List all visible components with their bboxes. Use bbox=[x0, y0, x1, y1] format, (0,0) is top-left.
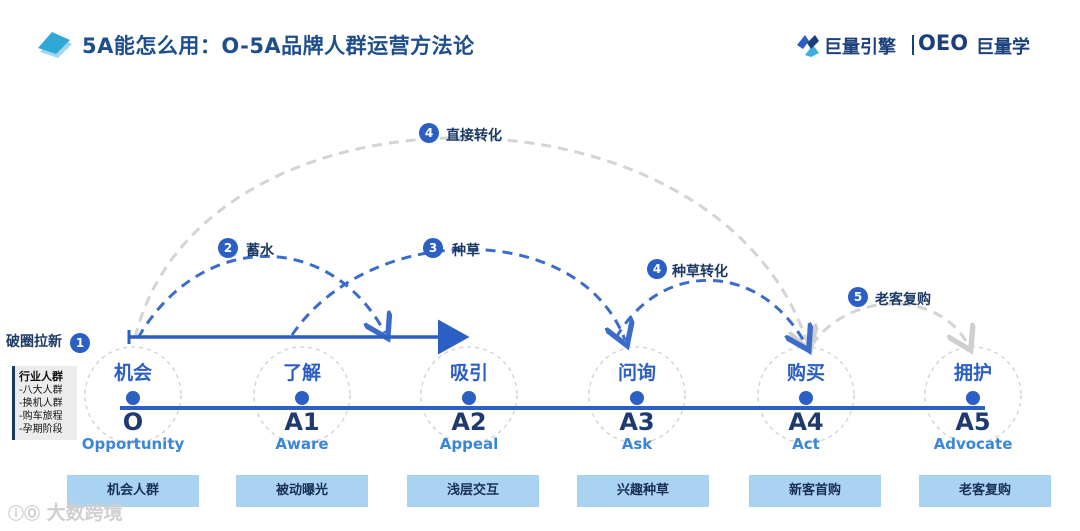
stage-cn-o: 机会 bbox=[113, 362, 152, 384]
audience-box-o: 机会人群 bbox=[67, 475, 199, 507]
stage-en-a1: Aware bbox=[275, 435, 329, 453]
industry-head: 行业人群 bbox=[19, 370, 63, 383]
stage-code-a3: A3 bbox=[619, 408, 655, 436]
timeline-dots bbox=[126, 391, 980, 405]
stage-en-a4: Act bbox=[792, 435, 820, 453]
step-badge-4b: 4 bbox=[647, 259, 667, 279]
step-badge-3: 3 bbox=[423, 238, 443, 258]
stage-code-a1: A1 bbox=[284, 408, 320, 436]
step-label-accumulate: 蓄水 bbox=[246, 243, 274, 259]
step-label-seed: 种草 bbox=[452, 243, 480, 259]
stage-en-a3: Ask bbox=[621, 435, 653, 453]
watermark-logo-icon: ⓘⓄ bbox=[8, 504, 41, 523]
stage-cn-a4: 购买 bbox=[786, 362, 825, 384]
step-label-repurchase: 老客复购 bbox=[875, 292, 931, 308]
step-badge-1: 1 bbox=[70, 333, 90, 353]
stage-code-a2: A2 bbox=[451, 408, 487, 436]
arc-seed-conversion bbox=[614, 278, 806, 345]
layers-icon bbox=[38, 32, 72, 58]
brand-divider bbox=[912, 35, 914, 55]
audience-box-a2: 浅层交互 bbox=[407, 475, 539, 507]
stage-circle-a3 bbox=[588, 346, 686, 444]
arc-accumulate bbox=[136, 254, 385, 338]
audience-box-a1: 被动曝光 bbox=[236, 475, 368, 507]
industry-item: -孕期阶段 bbox=[19, 424, 63, 435]
stage-en-a2: Appeal bbox=[439, 435, 499, 453]
stage-code-o: O bbox=[122, 408, 144, 436]
arc-repurchase bbox=[810, 302, 968, 345]
stage-cn-a3: 问询 bbox=[617, 362, 656, 384]
step-badge-2: 2 bbox=[218, 238, 238, 258]
page-title: 5A能怎么用：O-5A品牌人群运营方法论 bbox=[82, 34, 475, 58]
stage-cn-a2: 吸引 bbox=[449, 362, 488, 384]
stage-circles bbox=[84, 346, 1022, 444]
audience-box-a4: 新客首购 bbox=[749, 475, 881, 507]
oeo-logo-icon: OEO bbox=[918, 31, 969, 55]
audience-box-a3: 兴趣种草 bbox=[577, 475, 709, 507]
stage-cn-a5: 拥护 bbox=[953, 362, 992, 384]
industry-item: -购车旅程 bbox=[19, 411, 63, 422]
stage-circle-a1 bbox=[253, 346, 351, 444]
step-label-seed-conversion: 种草转化 bbox=[672, 264, 728, 280]
industry-item: -换机人群 bbox=[19, 398, 63, 409]
arc-seed bbox=[290, 247, 625, 340]
stage-code-a4: A4 bbox=[788, 408, 824, 436]
stage-cn-a1: 了解 bbox=[282, 362, 321, 384]
engine-logo-icon bbox=[797, 35, 819, 57]
step-label-breakout: 破圈拉新 bbox=[6, 334, 62, 350]
step-label-direct-conversion: 直接转化 bbox=[446, 128, 502, 144]
watermark-text: 大数跨境 bbox=[46, 502, 123, 524]
audience-box-a5: 老客复购 bbox=[919, 475, 1051, 507]
industry-item: -八大人群 bbox=[19, 385, 63, 396]
stage-circle-o bbox=[84, 346, 182, 444]
step-badge-4a: 4 bbox=[419, 123, 439, 143]
brand-left: 巨量引擎 bbox=[824, 37, 896, 58]
step-badge-5: 5 bbox=[848, 287, 868, 307]
brand-right: 巨量学 bbox=[976, 37, 1030, 58]
stage-code-a5: A5 bbox=[955, 408, 991, 436]
watermark: ⓘⓄ 大数跨境 bbox=[8, 498, 123, 525]
arc-direct-conversion bbox=[133, 136, 808, 345]
stage-en-o: Opportunity bbox=[81, 435, 185, 453]
stage-en-a5: Advocate bbox=[933, 435, 1013, 453]
industry-audience-list: 行业人群 -八大人群 -换机人群 -购车旅程 -孕期阶段 bbox=[12, 366, 77, 440]
